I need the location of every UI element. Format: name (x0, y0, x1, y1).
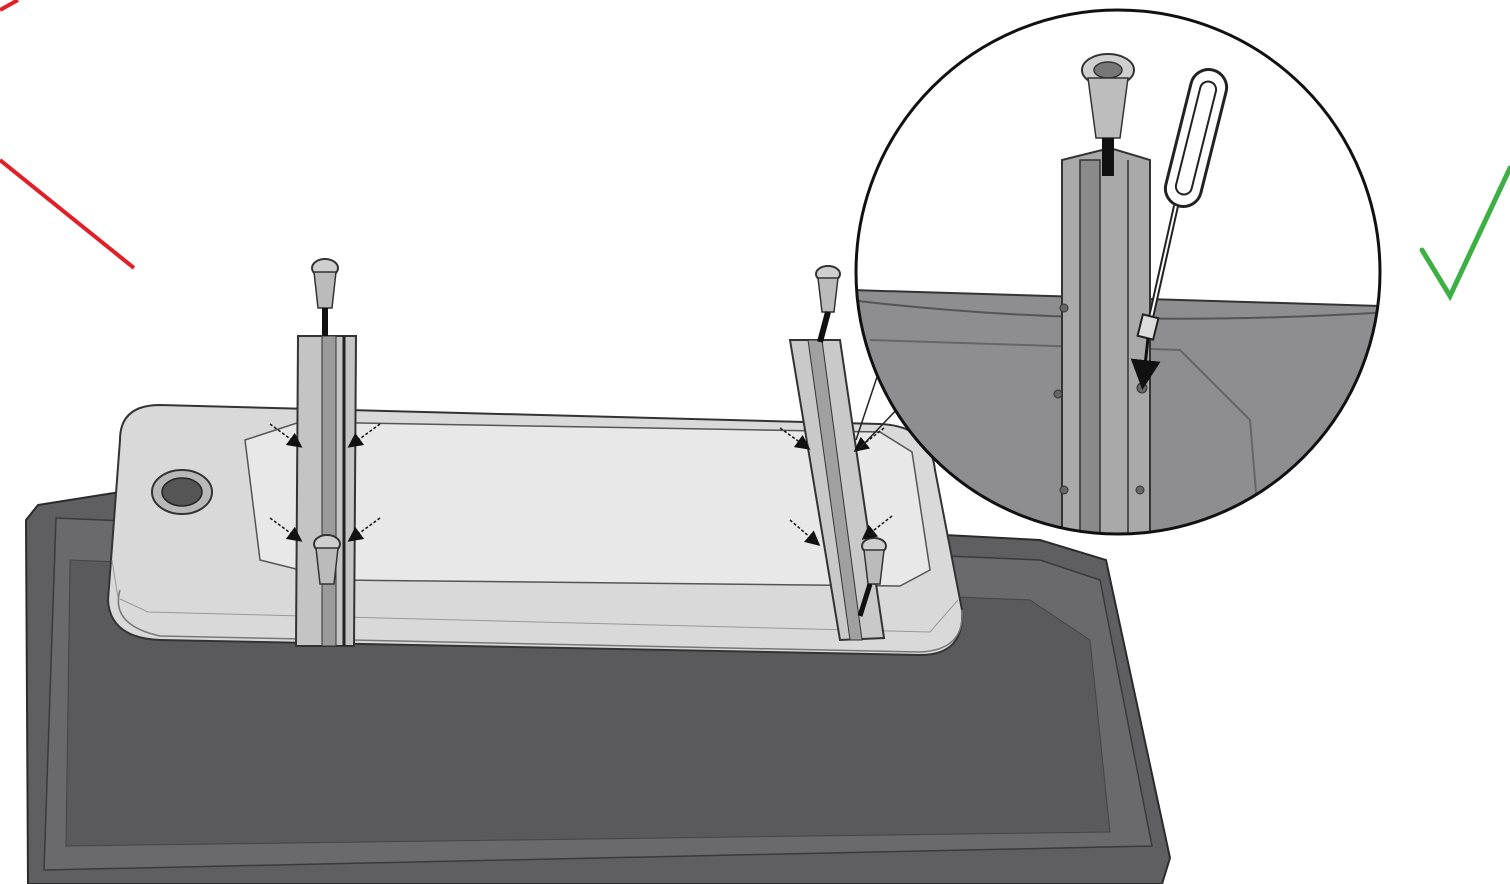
screw-icon (311, 258, 339, 336)
right-mounting-rail (788, 265, 887, 642)
screw-icon (313, 534, 341, 585)
screw-hole-arrows (269, 423, 893, 546)
left-mounting-rail (294, 258, 358, 647)
incorrect-mark-icon (0, 0, 136, 270)
arrow-icon (269, 517, 303, 542)
arrow-icon (269, 423, 303, 448)
screw-icon (857, 537, 887, 617)
arrow-icon (861, 515, 893, 540)
drain-hole-icon (151, 469, 213, 515)
screw-icon (815, 265, 841, 343)
arrow-icon (347, 423, 381, 448)
arrow-icon (779, 427, 811, 450)
arrow-icon (853, 427, 885, 452)
screwdriver-icon (1130, 68, 1229, 390)
screw-icon (1081, 53, 1135, 176)
checkmark-icon (1419, 165, 1510, 302)
arrow-icon (347, 517, 381, 542)
arrow-icon (789, 519, 821, 546)
